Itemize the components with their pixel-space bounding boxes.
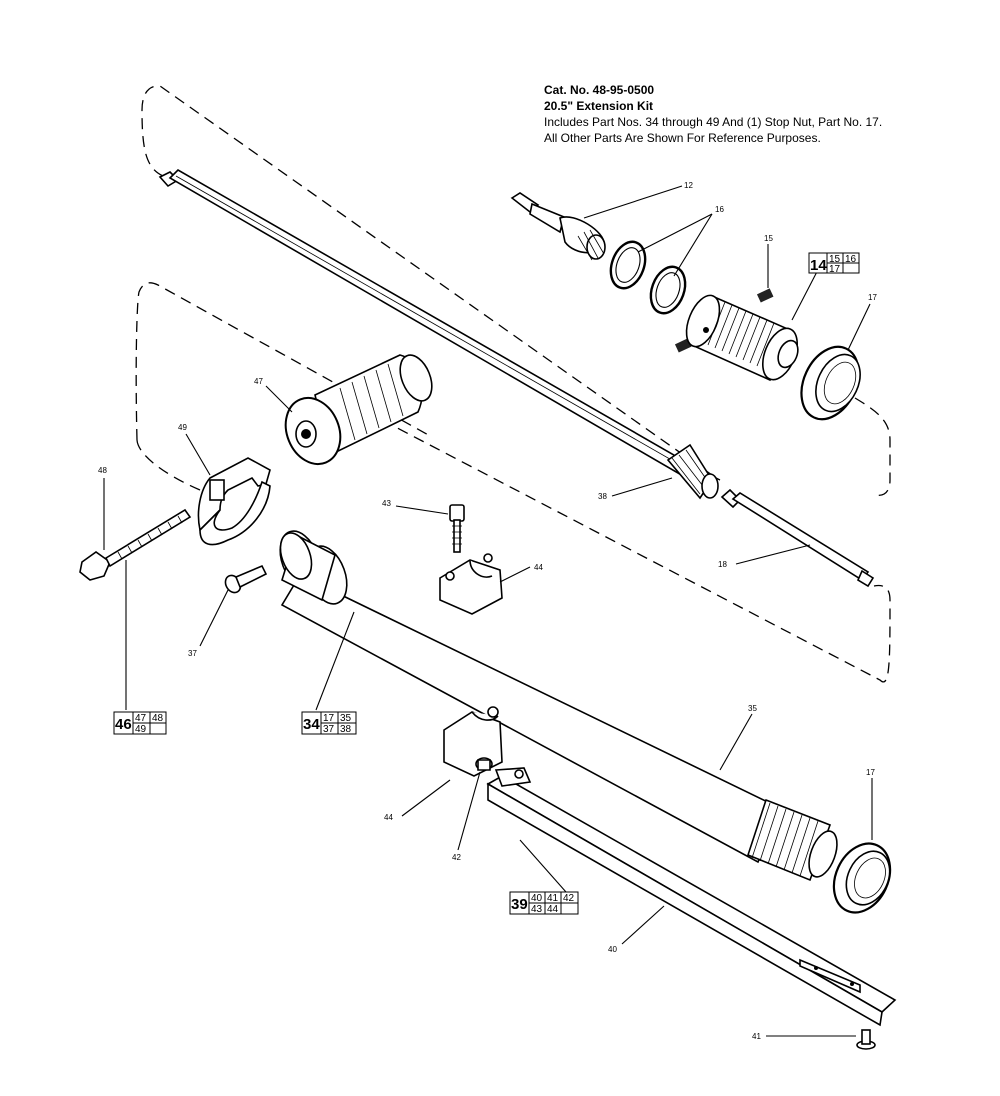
- assembly-box-46: 46 47 48 49: [113, 711, 167, 735]
- assembly-14-sub: 15: [829, 254, 841, 265]
- part-35-extension-tube: [279, 530, 838, 882]
- assembly-46-sub: 48: [152, 713, 164, 724]
- callout-40: 40: [608, 945, 617, 954]
- assembly-39-sub: 40: [531, 893, 543, 904]
- assembly-34-sub: 38: [340, 724, 352, 735]
- callout-48: 48: [98, 466, 107, 475]
- part-17-stop-nut-lower: [832, 842, 892, 914]
- callout-35: 35: [748, 704, 757, 713]
- assembly-14-sub: 16: [845, 254, 857, 265]
- callout-49: 49: [178, 423, 187, 432]
- part-12-bit-holder: [510, 192, 606, 261]
- callout-18: 18: [718, 560, 727, 569]
- callout-44-lower: 44: [384, 813, 393, 822]
- assembly-guide-lines: [135, 85, 891, 683]
- callout-labels: 12 16 15 17 47 49 48 43 44 38 18 37 35 1…: [98, 181, 877, 1041]
- callout-17-upper: 17: [868, 293, 877, 302]
- callout-37: 37: [188, 649, 197, 658]
- callout-38: 38: [598, 492, 607, 501]
- part-44-clamp-block-upper: [439, 553, 503, 615]
- part-44-clamp-block-lower: [443, 706, 503, 777]
- callout-43: 43: [382, 499, 391, 508]
- assembly-34-sub: 17: [323, 713, 335, 724]
- assembly-39-sub: 44: [547, 904, 559, 915]
- kit-title: 20.5" Extension Kit: [544, 99, 654, 113]
- callout-15: 15: [764, 234, 773, 243]
- assembly-box-14: 14 15 16 17: [808, 252, 860, 275]
- callout-44-upper: 44: [534, 563, 543, 572]
- assembly-box-39: 39 40 41 42 43 44: [509, 891, 579, 915]
- assembly-14-sub: 17: [829, 264, 841, 275]
- assembly-39-sub: 42: [563, 893, 575, 904]
- part-15-set-screws: [674, 288, 774, 353]
- callout-42: 42: [452, 853, 461, 862]
- callout-41: 41: [752, 1032, 761, 1041]
- catalog-number: Cat. No. 48-95-0500: [544, 83, 655, 97]
- part-17-stop-nut-upper: [800, 345, 861, 421]
- kit-note-reference: All Other Parts Are Shown For Reference …: [544, 131, 821, 145]
- assembly-34-sub: 37: [323, 724, 335, 735]
- assembly-46-main: 46: [115, 716, 132, 733]
- callout-17-lower: 17: [866, 768, 875, 777]
- part-42-screw: [475, 757, 493, 771]
- callout-12: 12: [684, 181, 693, 190]
- part-41-thumb-screw: [856, 1029, 876, 1050]
- assembly-14-main: 14: [810, 257, 827, 274]
- part-47-handle-grip: [284, 354, 433, 465]
- callout-47: 47: [254, 377, 263, 386]
- part-40-rail: [486, 767, 897, 1027]
- part-16-o-rings: [609, 240, 687, 315]
- part-49-clamp: [197, 457, 271, 546]
- part-48-long-bolt: [79, 508, 192, 581]
- assembly-39-sub: 41: [547, 893, 559, 904]
- callout-leader-lines: [103, 185, 873, 1037]
- part-37-screw: [224, 564, 268, 594]
- part-14-coupling-housing: [685, 294, 799, 382]
- assembly-39-main: 39: [511, 896, 528, 913]
- assembly-46-sub: 49: [135, 724, 147, 735]
- kit-note-included-parts: Includes Part Nos. 34 through 49 And (1)…: [544, 115, 883, 129]
- part-38-extension-shaft: [158, 169, 719, 500]
- assembly-34-sub: 35: [340, 713, 352, 724]
- assembly-34-main: 34: [303, 716, 320, 733]
- assembly-box-34: 34 17 35 37 38: [301, 711, 357, 735]
- part-18-drive-bit: [720, 488, 875, 588]
- part-43-cap-screw: [449, 504, 465, 553]
- assembly-46-sub: 47: [135, 713, 147, 724]
- callout-16: 16: [715, 205, 724, 214]
- assembly-39-sub: 43: [531, 904, 543, 915]
